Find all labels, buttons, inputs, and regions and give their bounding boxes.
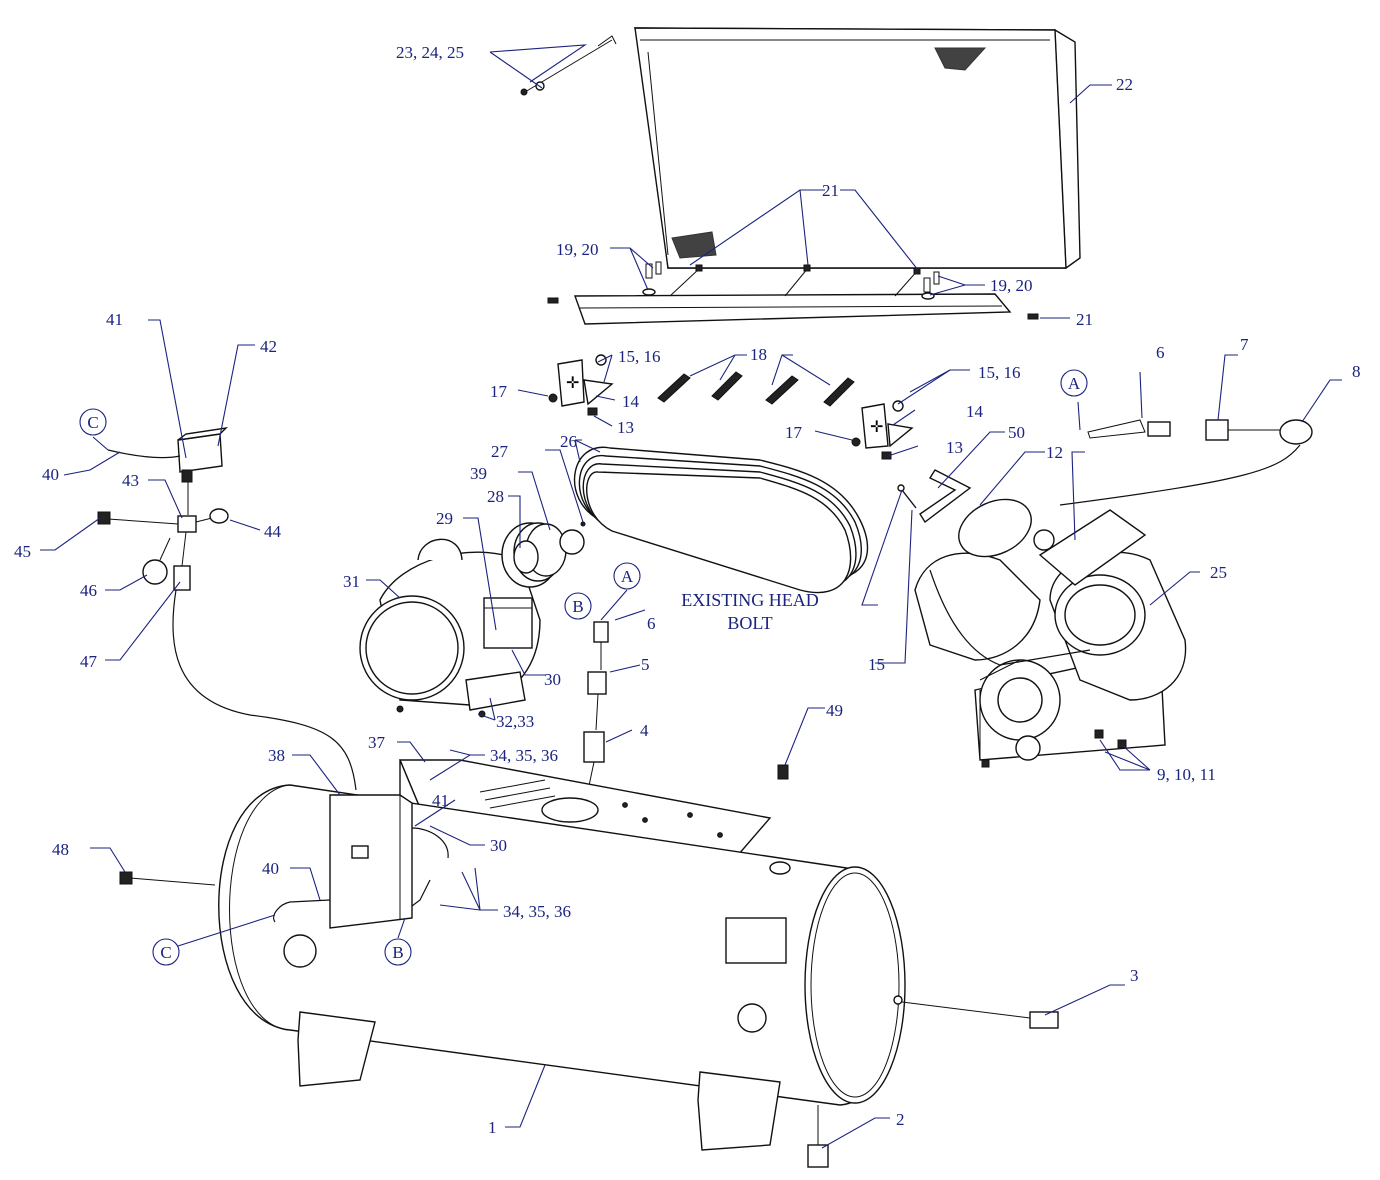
belt-guard-back-rail	[547, 264, 1039, 325]
callout-4: 4	[640, 721, 649, 740]
callout-13-right: 13	[946, 438, 963, 457]
callout-27: 27	[491, 442, 509, 461]
connector-bubbles: A A B B C C	[79, 369, 1088, 966]
control-box	[273, 794, 449, 929]
note-line-2: BOLT	[727, 613, 772, 633]
connector-c-switch: C	[87, 413, 98, 432]
callout-14-right: 14	[966, 402, 984, 421]
callout-45: 45	[14, 542, 31, 561]
callout-34-35-36-top: 34, 35, 36	[490, 746, 558, 765]
callout-leaders	[40, 44, 1342, 1149]
existing-head-bolt-note: EXISTING HEAD BOLT	[681, 590, 818, 633]
callout-37: 37	[368, 733, 386, 752]
belt-guard-panel	[633, 27, 1081, 269]
callout-32-33: 32,33	[496, 712, 534, 731]
svg-text:✛: ✛	[870, 419, 883, 436]
motor-pulley	[501, 521, 586, 588]
callout-26: 26	[560, 432, 577, 451]
callout-28: 28	[487, 487, 504, 506]
callout-19-20-left: 19, 20	[556, 240, 599, 259]
callout-9-10-11: 9, 10, 11	[1157, 765, 1216, 784]
callout-48: 48	[52, 840, 69, 859]
callout-21-right: 21	[1076, 310, 1093, 329]
tank-fittings	[119, 764, 1059, 1168]
callout-41-switch: 41	[106, 310, 123, 329]
callout-8: 8	[1352, 362, 1361, 381]
callout-3: 3	[1130, 966, 1139, 985]
belt-guard-bolts	[520, 35, 940, 300]
callout-13-left: 13	[617, 418, 634, 437]
callout-50: 50	[1008, 423, 1025, 442]
air-receiver-tank	[218, 784, 906, 1151]
connector-c-tank: C	[160, 943, 171, 962]
callout-49: 49	[826, 701, 843, 720]
callout-14-left: 14	[622, 392, 640, 411]
callout-38: 38	[268, 746, 285, 765]
head-bolt-and-plate	[897, 469, 972, 524]
drive-belts	[573, 446, 869, 594]
callout-43: 43	[122, 471, 139, 490]
callout-21-top: 21	[822, 181, 839, 200]
callout-7: 7	[1240, 335, 1249, 354]
connector-b-tank: B	[392, 943, 403, 962]
callout-23-24-25: 23, 24, 25	[396, 43, 464, 62]
callout-25: 25	[1210, 563, 1227, 582]
callout-15-16-right: 15, 16	[978, 363, 1021, 382]
callout-17-right: 17	[785, 423, 803, 442]
callout-labels: 23, 24, 25 22 21 19, 20 19, 20 21 15, 16…	[14, 43, 1361, 1137]
callout-30-box: 30	[490, 836, 507, 855]
connector-a-top: A	[1068, 374, 1081, 393]
callout-17-left: 17	[490, 382, 508, 401]
motor-brackets: ✛ ✛	[548, 354, 914, 460]
callout-19-20-right: 19, 20	[990, 276, 1033, 295]
callout-6-valve: 6	[647, 614, 656, 633]
callout-42: 42	[260, 337, 277, 356]
tension-springs	[657, 371, 855, 407]
callout-30-motor: 30	[544, 670, 561, 689]
connector-a-valve: A	[621, 567, 634, 586]
callout-41-box: 41	[432, 791, 449, 810]
callout-40-switch: 40	[42, 465, 59, 484]
callout-18: 18	[750, 345, 767, 364]
callout-31: 31	[343, 572, 360, 591]
check-valve-stack	[583, 621, 609, 801]
callout-12: 12	[1046, 443, 1063, 462]
callout-5: 5	[641, 655, 650, 674]
svg-text:✛: ✛	[566, 375, 579, 392]
callout-34-35-36-bottom: 34, 35, 36	[503, 902, 571, 921]
callout-29: 29	[436, 509, 453, 528]
callout-40-tank: 40	[262, 859, 279, 878]
pressure-switch-assembly	[97, 426, 357, 791]
electric-motor	[359, 538, 541, 718]
connector-b-motor: B	[572, 597, 583, 616]
callout-47: 47	[80, 652, 98, 671]
callout-6-top: 6	[1156, 343, 1165, 362]
callout-22: 22	[1116, 75, 1133, 94]
discharge-tube-assembly	[1059, 419, 1313, 506]
callout-15-16-left: 15, 16	[618, 347, 661, 366]
compressor-pump	[914, 498, 1187, 768]
callout-1: 1	[488, 1118, 497, 1137]
callout-15: 15	[868, 655, 885, 674]
callout-39: 39	[470, 464, 487, 483]
callout-2: 2	[896, 1110, 905, 1129]
note-line-1: EXISTING HEAD	[681, 590, 818, 610]
callout-44: 44	[264, 522, 282, 541]
callout-46: 46	[80, 581, 97, 600]
